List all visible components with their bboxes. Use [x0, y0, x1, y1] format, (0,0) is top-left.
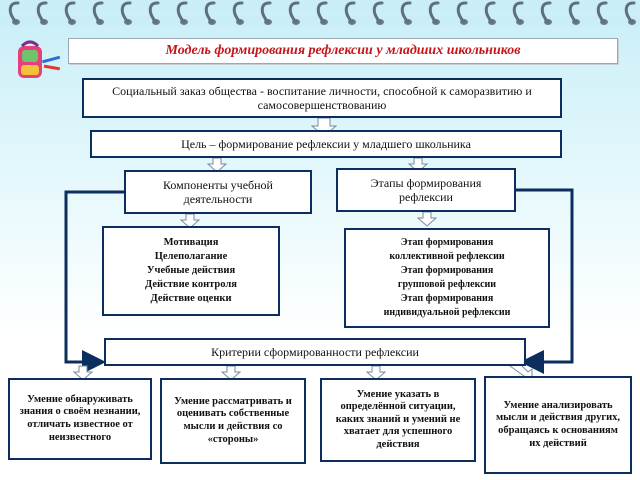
criterion-text: Умение анализировать мысли и действия др…	[495, 399, 621, 449]
criterion-text: Умение указать в определённой ситуации, …	[335, 388, 461, 450]
spiral-ring	[540, 1, 552, 24]
list-item: Этап формирования	[400, 293, 494, 304]
criterion-box: Умение рассматривать и оценивать собстве…	[160, 378, 306, 464]
criterion-text: Умение рассматривать и оценивать собстве…	[174, 395, 292, 445]
spiral-ring	[288, 1, 300, 24]
spiral-ring	[120, 1, 132, 24]
stages-list: Этап формирования коллективной рефлексии…	[384, 236, 511, 320]
list-item: Этап формирования	[400, 265, 494, 276]
spiral-ring	[204, 1, 216, 24]
criterion-box: Умение анализировать мысли и действия др…	[484, 376, 632, 474]
spiral-ring	[456, 1, 468, 24]
spiral-ring	[512, 1, 524, 24]
spiral-ring	[260, 1, 272, 24]
list-item: Целеполагание	[154, 250, 228, 262]
list-item: Этап формирования	[400, 237, 494, 248]
components-title: Компоненты учебной деятельности	[163, 177, 273, 206]
list-item: коллективной рефлексии	[389, 251, 505, 262]
spiral-ring	[8, 1, 20, 24]
list-item: индивидуальной рефлексии	[383, 307, 511, 318]
social-order-text: Социальный заказ общества - воспитание л…	[112, 83, 532, 112]
criterion-text: Умение обнаруживать знания о своём незна…	[19, 393, 141, 443]
notebook-spiral	[0, 1, 640, 26]
spiral-ring	[372, 1, 384, 24]
goal-text: Цель – формирование рефлексии у младшего…	[181, 136, 471, 151]
spiral-ring	[344, 1, 356, 24]
spiral-ring	[148, 1, 160, 24]
spiral-ring	[316, 1, 328, 24]
spiral-ring	[568, 1, 580, 24]
spiral-ring	[484, 1, 496, 24]
criterion-box: Умение указать в определённой ситуации, …	[320, 378, 476, 462]
components-list-box: Мотивация Целеполагание Учебные действия…	[102, 226, 280, 316]
spiral-ring	[92, 1, 104, 24]
criterion-box: Умение обнаруживать знания о своём незна…	[8, 378, 152, 460]
criteria-title-box: Критерии сформированности рефлексии	[104, 338, 526, 366]
criteria-title: Критерии сформированности рефлексии	[211, 344, 419, 359]
diagram-title: Модель формирования рефлексии у младших …	[68, 38, 618, 64]
goal-box: Цель – формирование рефлексии у младшего…	[90, 130, 562, 158]
school-backpack-icon	[18, 40, 61, 78]
stages-title: Этапы формирования рефлексии	[370, 175, 482, 204]
components-box: Компоненты учебной деятельности	[124, 170, 312, 214]
list-item: групповой рефлексии	[397, 279, 497, 290]
spiral-ring	[428, 1, 440, 24]
list-item: Действие контроля	[145, 279, 237, 291]
stages-box: Этапы формирования рефлексии	[336, 168, 516, 212]
list-item: Учебные действия	[146, 264, 236, 276]
spiral-ring	[596, 1, 608, 24]
spiral-ring	[624, 1, 636, 24]
components-list: Мотивация Целеполагание Учебные действия…	[145, 236, 237, 307]
spiral-ring	[64, 1, 76, 24]
stages-list-box: Этап формирования коллективной рефлексии…	[344, 228, 550, 328]
spiral-ring	[232, 1, 244, 24]
spiral-ring	[400, 1, 412, 24]
list-item: Действие оценки	[150, 293, 232, 305]
social-order-box: Социальный заказ общества - воспитание л…	[82, 78, 562, 118]
spiral-ring	[176, 1, 188, 24]
spiral-ring	[36, 1, 48, 24]
list-item: Мотивация	[163, 236, 219, 248]
